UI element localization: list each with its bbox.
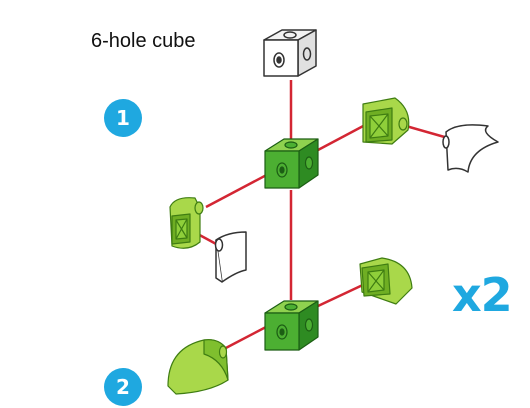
connector-rod bbox=[317, 122, 368, 152]
six-hole-cube-label: 6-hole cube bbox=[91, 30, 196, 52]
step-badge-1: 1 bbox=[104, 99, 142, 137]
connector-rod bbox=[317, 281, 368, 308]
rounded-piece-lower-left bbox=[167, 339, 229, 395]
white-curved-piece-left bbox=[214, 231, 247, 283]
curved-end-piece-left bbox=[169, 197, 204, 249]
quantity-multiplier: x2 bbox=[452, 268, 513, 322]
white-curved-piece-right bbox=[442, 124, 499, 173]
curved-end-piece-lower-right bbox=[359, 257, 413, 305]
connector-rod bbox=[405, 124, 449, 140]
white-six-hole-cube bbox=[263, 29, 317, 77]
connector-rod bbox=[221, 325, 267, 352]
connector-rod bbox=[205, 168, 277, 209]
green-cube-upper bbox=[264, 138, 319, 189]
step-badge-2: 2 bbox=[104, 368, 142, 406]
connector-lines bbox=[193, 80, 449, 352]
curved-end-piece-upper-right bbox=[362, 97, 410, 145]
green-cube-lower bbox=[264, 300, 319, 351]
